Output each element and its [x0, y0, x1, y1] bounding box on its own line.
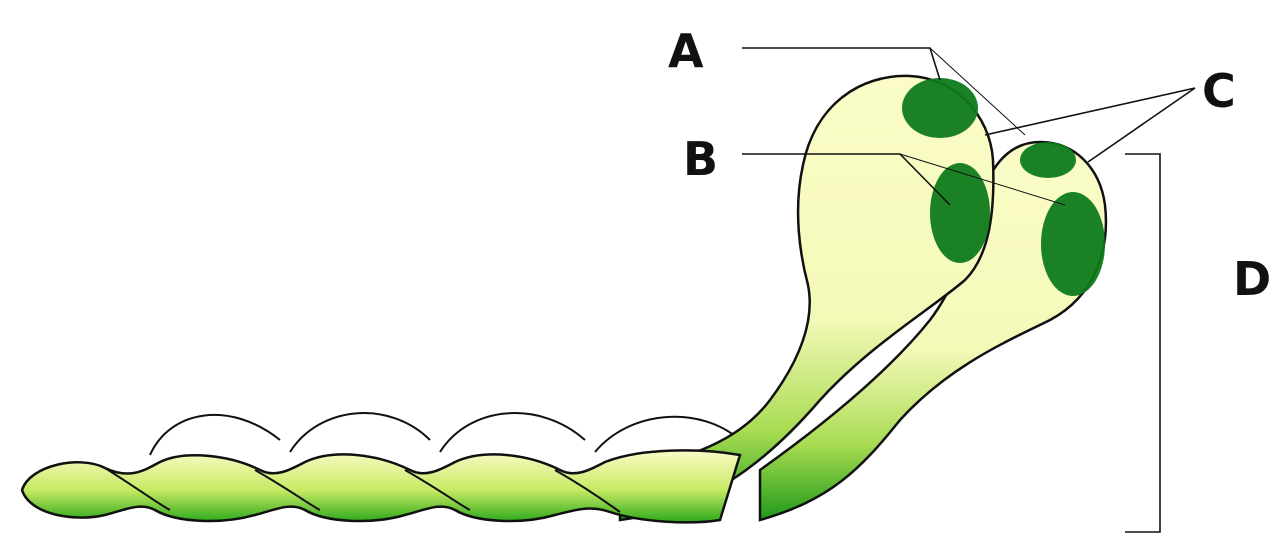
label-a: A: [668, 24, 704, 78]
knob-c-right: [1020, 142, 1076, 178]
leader-a2: [929, 47, 1026, 136]
back-coils: [149, 412, 741, 456]
bracket-d: [1125, 153, 1161, 533]
label-d: D: [1233, 252, 1272, 306]
leader-b2: [899, 153, 1066, 206]
leader-c2: [1087, 87, 1196, 163]
leader-lines: [742, 47, 1196, 533]
label-c: C: [1202, 64, 1236, 118]
knob-b-left: [930, 163, 990, 263]
label-b: B: [683, 132, 719, 186]
leader-c1: [984, 87, 1196, 136]
knob-b-right: [1041, 192, 1105, 296]
chromatid-right: [758, 140, 1108, 522]
coiled-strand: [20, 449, 742, 524]
knob-a-left: [902, 78, 978, 138]
chromatid-left: [618, 74, 995, 522]
